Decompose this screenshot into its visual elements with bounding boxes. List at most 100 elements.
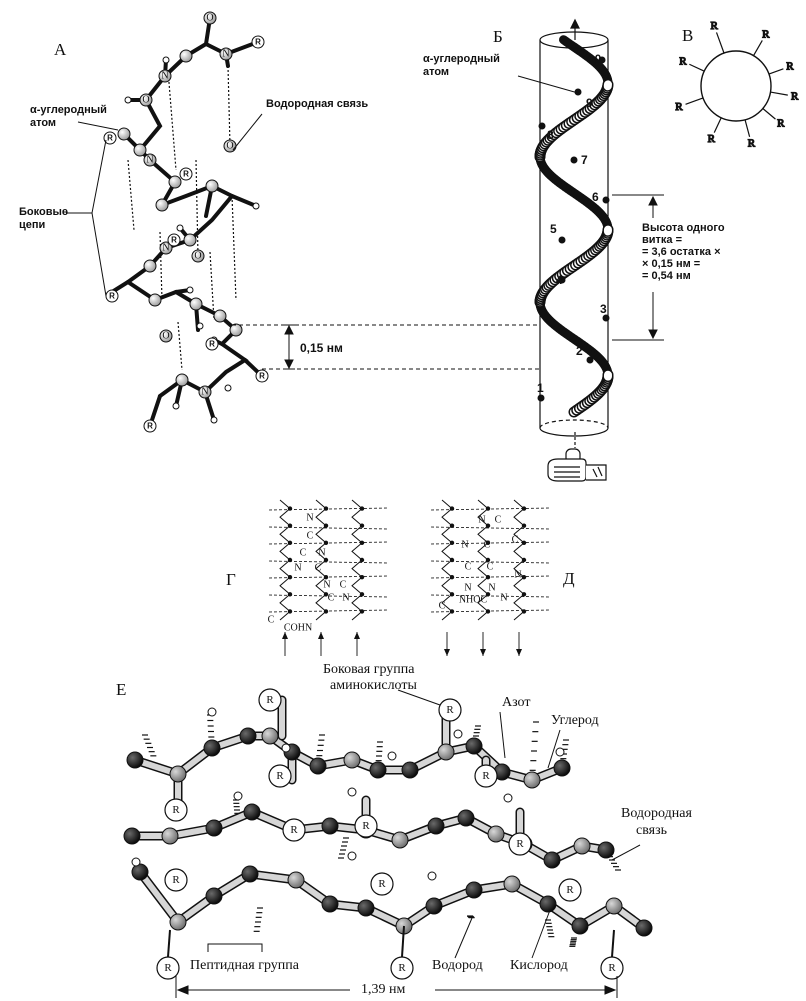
r-group-e-3 xyxy=(282,818,306,842)
rung-2 xyxy=(268,541,390,545)
atom-row-1-0 xyxy=(123,827,141,845)
hydrogen-atom-0 xyxy=(207,707,217,717)
atom-row-0-14 xyxy=(553,759,571,777)
scheme-atom-4: N xyxy=(294,563,301,574)
r-group-e-label-11: R xyxy=(164,962,172,974)
residue-dot-4 xyxy=(558,276,566,284)
scheme-atom-10: N xyxy=(500,593,507,604)
ca-dot-0-13 xyxy=(287,609,293,614)
r-link-bottom-2 xyxy=(611,929,615,958)
side-chain-spoke-1 xyxy=(752,40,763,56)
residue-number-6: 6 xyxy=(592,190,599,204)
label-side-chains-1: Боковые xyxy=(19,206,68,218)
atom-0 xyxy=(203,11,217,25)
ca-dot-1-13 xyxy=(485,609,491,614)
atom-row-0-0 xyxy=(126,751,144,769)
atom-row-1-12 xyxy=(543,851,561,869)
residue-dot-8 xyxy=(538,122,546,130)
atom-18 xyxy=(155,198,169,212)
r-group-label-4: R xyxy=(109,292,115,301)
backbone-branch-6 xyxy=(230,194,258,208)
label-hydrogen-bond-e-1: Водородная xyxy=(621,806,692,821)
ca-dot-0-9 xyxy=(449,574,455,580)
direction-arrow-1 xyxy=(480,649,486,656)
hydrogen-bond-line-7 xyxy=(177,321,183,371)
atom-9 xyxy=(159,241,173,255)
hydrogen-bond-line-5 xyxy=(159,231,163,301)
ca-dot-1-9 xyxy=(485,574,491,580)
label-oxygen: Кислород xyxy=(510,958,568,973)
atom-label-9: N xyxy=(162,243,169,254)
rung-4 xyxy=(430,575,552,579)
ca-dot-2-3 xyxy=(359,523,365,528)
scheme-atom-1: C xyxy=(307,531,314,542)
label-alpha-carbon-a-1: α-углеродный xyxy=(30,104,107,116)
side-chain-label-5: R xyxy=(748,138,756,150)
ca-dot-2-7 xyxy=(521,557,527,563)
r-link-bottom-1 xyxy=(401,925,405,958)
hydrogen-bond-line-2 xyxy=(127,159,135,231)
hydrogen-atom-1 xyxy=(233,791,243,801)
r-group-e-4 xyxy=(354,814,378,838)
atom-row-0-6 xyxy=(309,757,327,775)
ca-dot-1-1 xyxy=(485,506,491,511)
scheme-atom-2: C xyxy=(300,548,307,559)
side-chain-label-0: R xyxy=(710,20,718,32)
scheme-atom-8: C xyxy=(328,593,335,604)
panel-a-leader-lines xyxy=(66,113,263,297)
ca-dot-0-9 xyxy=(287,574,293,580)
h-atom-6 xyxy=(210,416,218,424)
hydrogen-atom-6 xyxy=(555,747,565,757)
r-group-e-0 xyxy=(258,688,282,712)
scheme-atom-6: N xyxy=(323,580,330,591)
panel-label-g: Г xyxy=(226,570,236,589)
residue-dot-6 xyxy=(602,196,610,204)
atom-6 xyxy=(168,175,182,189)
side-chain-label-7: R xyxy=(675,101,683,113)
atom-row-2-3 xyxy=(241,865,259,883)
label-pitch-2: витка = xyxy=(642,234,683,246)
atom-row-0-8 xyxy=(369,761,387,779)
atom-row-2-11 xyxy=(539,895,557,913)
atom-row-1-13 xyxy=(573,837,591,855)
strand-2-bond-0-fill xyxy=(137,869,181,925)
atom-7 xyxy=(205,179,219,193)
ca-dot-2-5 xyxy=(521,540,527,546)
atom-row-1-3 xyxy=(243,803,261,821)
panel-b-axis xyxy=(570,18,580,448)
side-chain-spoke-8 xyxy=(689,63,705,72)
ca-dot-2-9 xyxy=(521,574,527,580)
side-chain-label-8: R xyxy=(679,55,687,67)
panel-label-a: А xyxy=(54,40,67,59)
hydrogen-atom-7 xyxy=(347,851,357,861)
panel-label-b: Б xyxy=(493,27,503,46)
residue-dot-7 xyxy=(570,156,578,164)
h-atom-10 xyxy=(196,322,204,330)
side-chain-spoke-6 xyxy=(713,117,722,133)
atom-row-1-10 xyxy=(487,825,505,843)
residue-number-5: 5 xyxy=(550,222,557,236)
scheme-atom-3: C xyxy=(484,540,491,551)
r-group-1 xyxy=(103,131,117,145)
scheme-atom-11: C xyxy=(439,601,446,612)
atom-row-2-8 xyxy=(425,897,443,915)
side-chain-spoke-2 xyxy=(768,68,784,75)
h-atom-9 xyxy=(186,286,194,294)
ca-dot-2-1 xyxy=(359,506,365,511)
r-group-0 xyxy=(251,35,265,49)
atom-label-19: N xyxy=(222,49,229,60)
ca-dot-1-5 xyxy=(485,540,491,546)
atom-row-0-10 xyxy=(437,743,455,761)
atom-15 xyxy=(198,385,212,399)
atom-row-1-14 xyxy=(597,841,615,859)
ca-dot-1-7 xyxy=(323,557,329,563)
scheme-atom-9: N xyxy=(342,593,349,604)
hydrogen-atom-4 xyxy=(387,751,397,761)
panel-b-pitch-dimension xyxy=(612,194,664,341)
atom-row-0-9 xyxy=(401,761,419,779)
scheme-atom-4: C xyxy=(512,535,519,546)
residue-number-4: 4 xyxy=(556,273,563,287)
residue-dot-1 xyxy=(537,394,545,402)
